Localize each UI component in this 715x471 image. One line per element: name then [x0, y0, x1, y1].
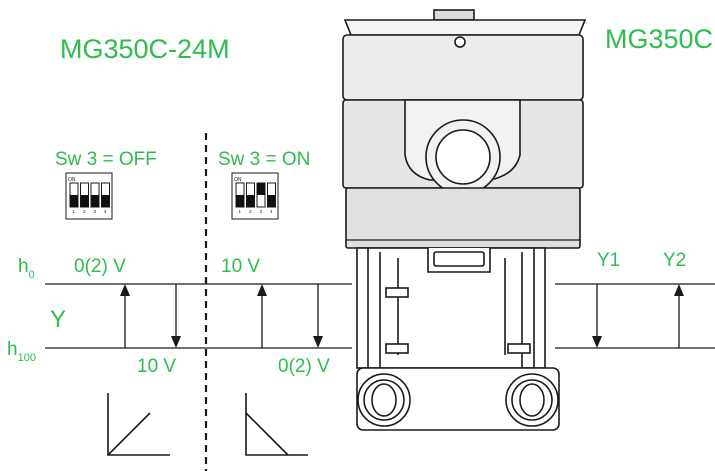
valve-body	[356, 367, 560, 431]
dip-switch-left-on: ON	[68, 177, 76, 183]
small-circle-icon	[454, 36, 466, 48]
dip-left-number-3: 3	[94, 209, 97, 214]
dip-right-number-3: 3	[260, 209, 263, 214]
dip-left-number-1: 1	[73, 209, 76, 214]
y-label: Y	[50, 306, 66, 333]
dip-left-number-4: 4	[104, 209, 107, 214]
actuator-top-knob	[433, 9, 475, 21]
dip-right-number-2: 2	[249, 209, 252, 214]
dip-right-lever-3	[257, 183, 265, 195]
y1-label: Y1	[597, 250, 620, 271]
h100-label: h100	[7, 339, 36, 364]
dip-right-number-1: 1	[239, 209, 242, 214]
dip-right-lever-4	[267, 195, 276, 207]
actuator-body-lower	[345, 187, 581, 249]
arrow-up-left	[120, 284, 130, 348]
h0-label: h0	[18, 256, 35, 281]
actuator-lens-inner	[435, 129, 491, 185]
title-right: MG350C	[605, 24, 713, 54]
actuator	[342, 9, 587, 431]
arrow-down-left	[171, 284, 181, 348]
switch-left-label: Sw 3 = OFF	[55, 149, 157, 170]
title-left: MG350C-24M	[60, 34, 230, 64]
voltage-left-top: 0(2) V	[74, 256, 126, 277]
dip-right-number-4: 4	[270, 209, 273, 214]
dip-left-lever-1	[70, 195, 78, 207]
dip-left-number-2: 2	[83, 209, 86, 214]
characteristic-rising-icon	[107, 393, 170, 456]
voltage-right-top: 10 V	[221, 256, 260, 277]
arrow-down-middle	[313, 284, 323, 348]
arrow-down-right	[592, 284, 602, 348]
characteristic-falling-icon	[245, 393, 308, 456]
arrow-up-right	[674, 284, 684, 348]
y2-label: Y2	[663, 250, 686, 271]
actuator-top-flange	[343, 19, 587, 36]
voltage-left-bottom: 10 V	[137, 356, 176, 377]
dip-switch-right: ON 1 2 3 4	[231, 172, 279, 220]
dip-switch-right-on: ON	[234, 177, 242, 183]
dip-right-lever-1	[236, 195, 244, 207]
dip-left-lever-4	[101, 195, 110, 207]
h100-sub: 100	[18, 352, 36, 364]
dip-left-lever-3	[91, 195, 99, 207]
dip-switch-left: ON 1 2 3 4	[65, 172, 113, 220]
switch-right-label: Sw 3 = ON	[218, 149, 310, 170]
dip-right-lever-2	[246, 195, 255, 207]
arrow-up-middle	[257, 284, 267, 348]
dip-left-lever-2	[80, 195, 89, 207]
voltage-right-bottom: 0(2) V	[278, 356, 330, 377]
h0-sub: 0	[29, 269, 35, 281]
